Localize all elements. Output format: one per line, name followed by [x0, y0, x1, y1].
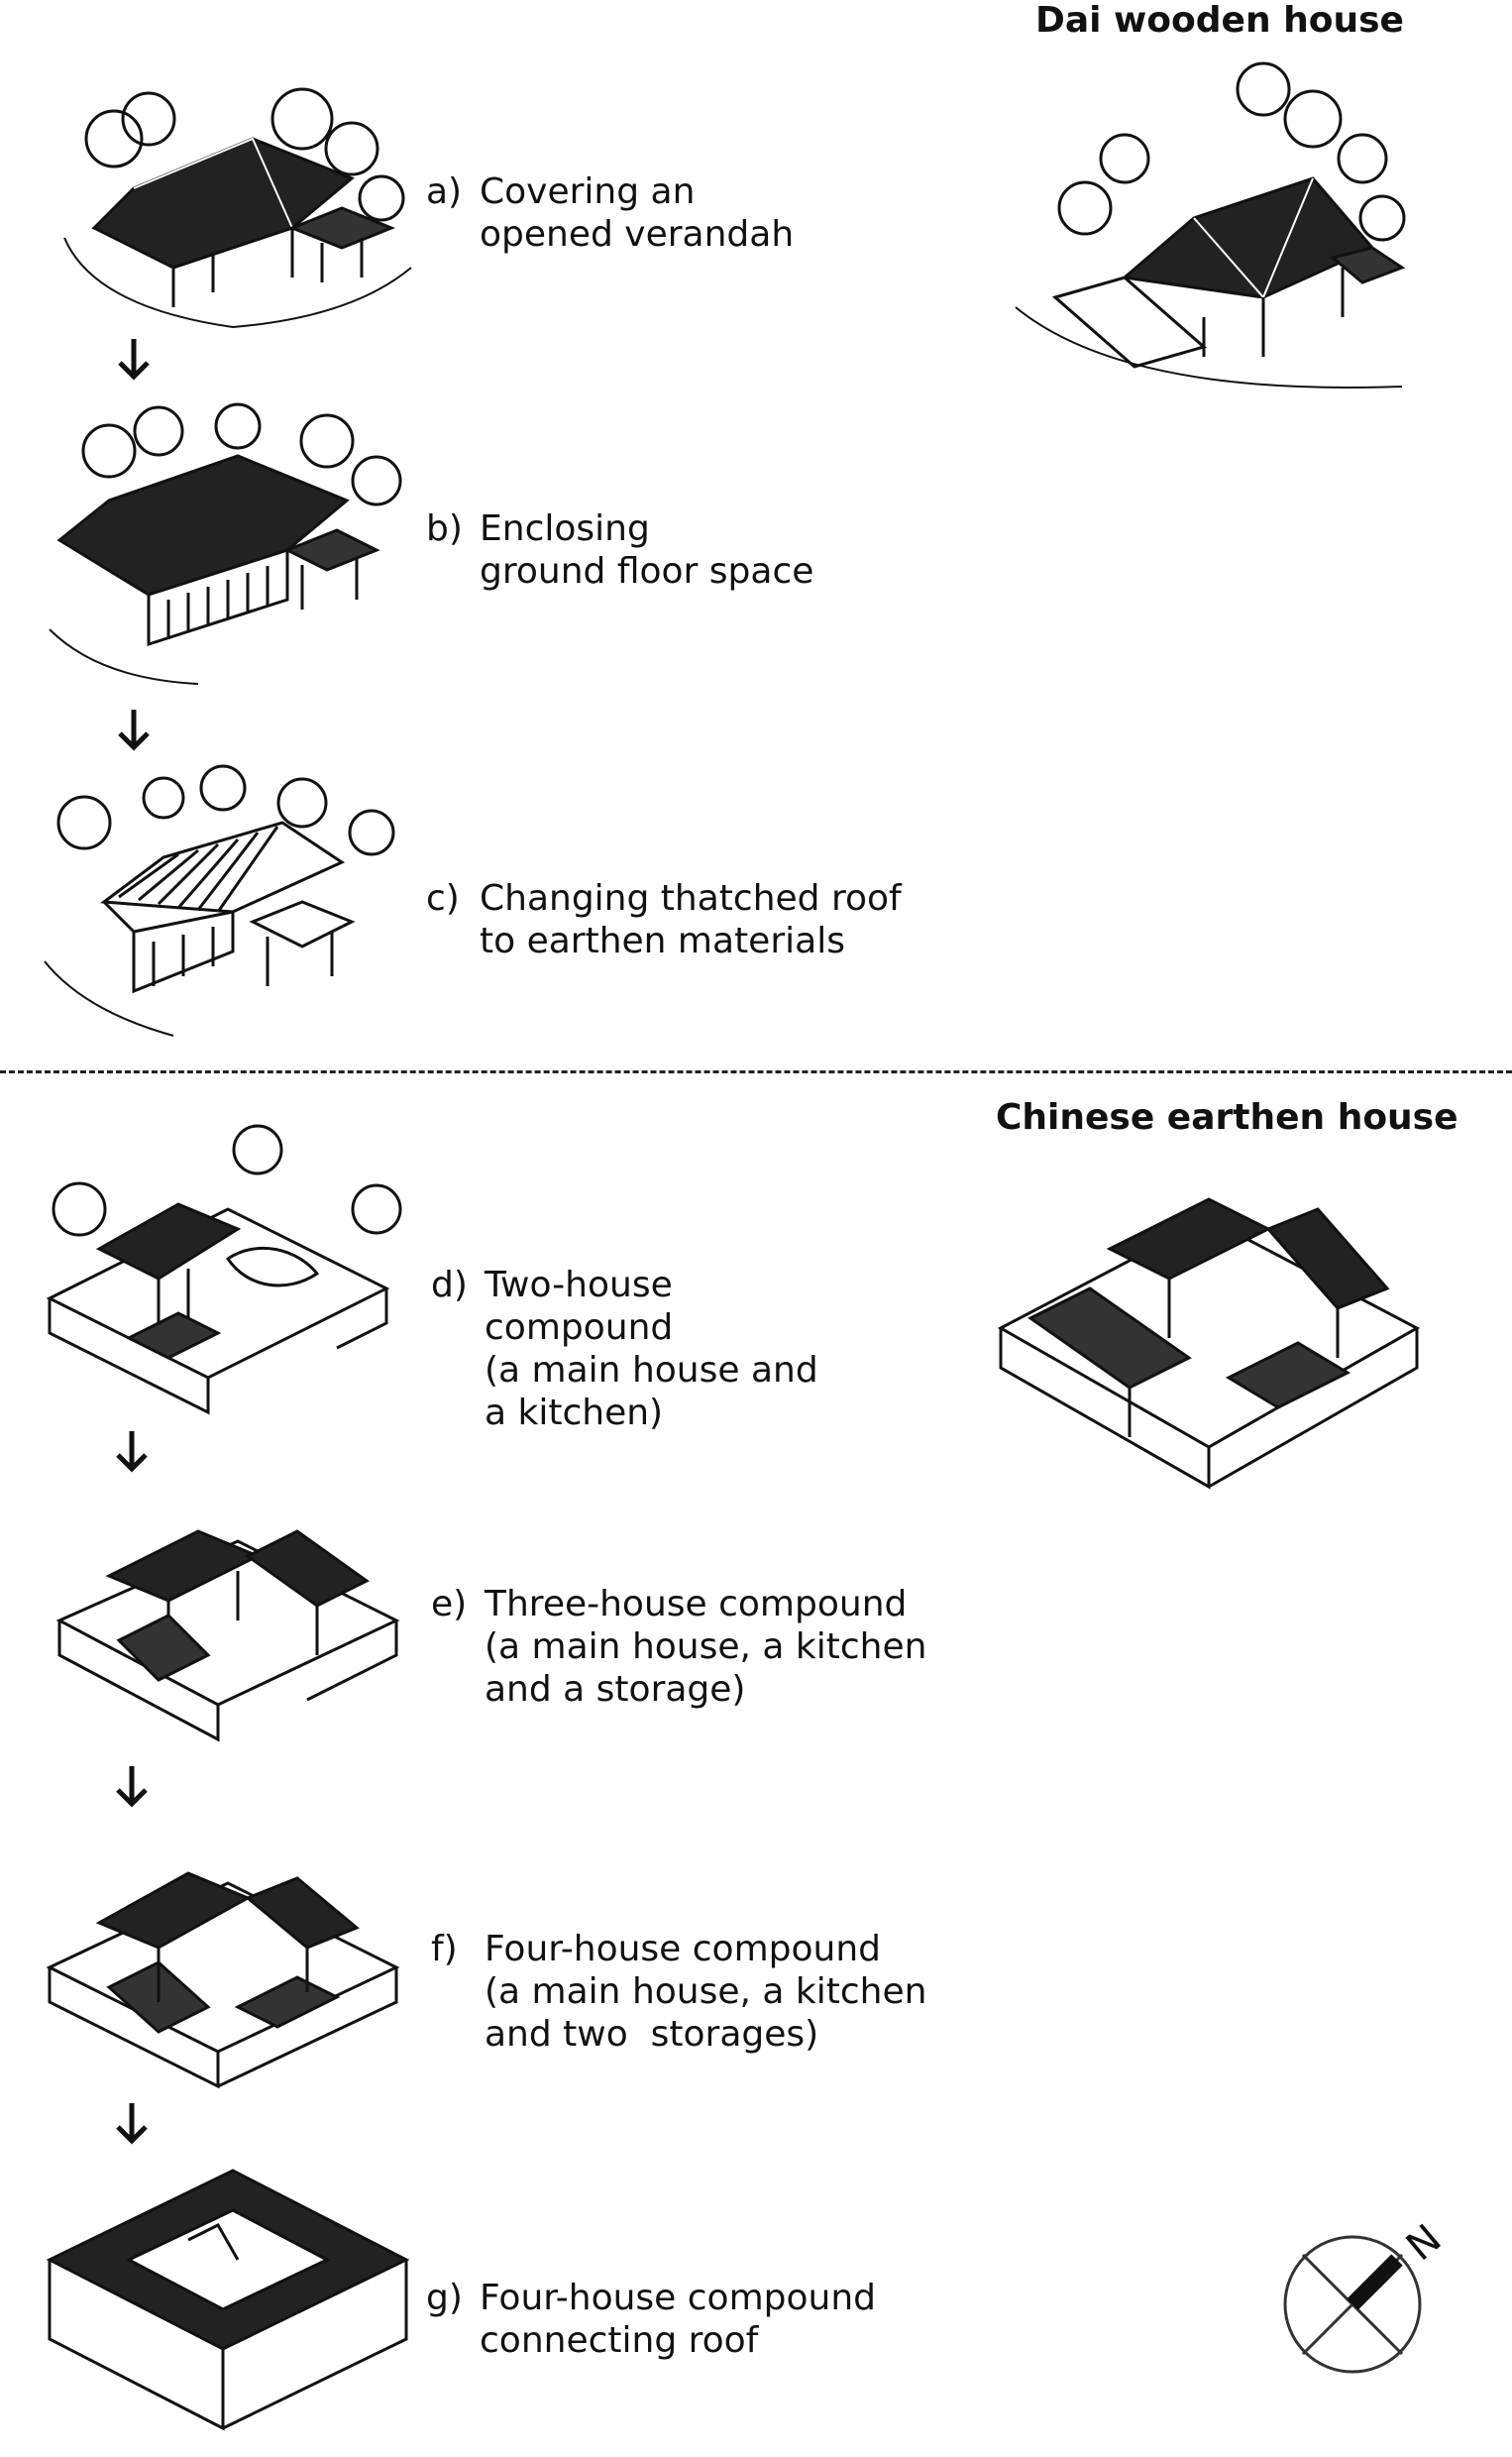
section-divider — [0, 1070, 1512, 1073]
step-a-text: Covering an opened verandah — [480, 171, 795, 255]
sketch-f-four-house-compound — [46, 1871, 400, 2089]
step-c-caption: c) Changing thatched roof to earthen mat… — [426, 877, 902, 962]
dai-section-heading: Dai wooden house — [1035, 0, 1404, 41]
step-d-letter: d) — [431, 1265, 468, 1305]
step-b-letter: b) — [426, 508, 463, 549]
step-f-text: Four-house compound (a main house, a kit… — [485, 1929, 927, 2055]
step-d-caption: d) Two-house compound (a main house and … — [431, 1264, 818, 1434]
chinese-section-heading: Chinese earthen house — [996, 1097, 1458, 1138]
step-a-letter: a) — [426, 171, 463, 212]
sketch-dai-wooden-house — [1015, 61, 1406, 389]
step-c-text: Changing thatched roof to earthen materi… — [480, 878, 902, 961]
step-b-text: Enclosing ground floor space — [480, 508, 814, 592]
step-g-caption: g) Four-house compound connecting roof — [426, 2277, 876, 2362]
sketch-c-earthen-roof-house — [44, 764, 395, 1037]
step-f-caption: f) Four-house compound (a main house, a … — [431, 1928, 926, 2056]
down-arrow-icon — [118, 710, 150, 751]
step-f-letter: f) — [431, 1929, 458, 1969]
down-arrow-icon — [116, 1431, 148, 1473]
down-arrow-icon — [118, 339, 150, 381]
step-a-caption: a) Covering an opened verandah — [426, 170, 794, 256]
down-arrow-icon — [116, 1766, 148, 1808]
sketch-d-two-house-compound — [46, 1124, 402, 1415]
sketch-chinese-earthen-house — [997, 1197, 1421, 1490]
sketch-a-verandah-house — [63, 87, 412, 329]
north-compass-icon: N — [1283, 2216, 1451, 2374]
step-e-caption: e) Three-house compound (a main house, a… — [431, 1583, 926, 1711]
sketch-e-three-house-compound — [55, 1529, 400, 1742]
step-c-letter: c) — [426, 878, 460, 919]
sketch-b-enclosed-house — [49, 402, 402, 685]
step-b-caption: b) Enclosing ground floor space — [426, 507, 813, 593]
step-e-text: Three-house compound (a main house, a ki… — [485, 1584, 927, 1710]
sketch-g-connected-roof-compound — [46, 2169, 410, 2431]
down-arrow-icon — [116, 2103, 148, 2145]
step-e-letter: e) — [431, 1584, 468, 1624]
step-g-letter: g) — [426, 2278, 463, 2318]
step-g-text: Four-house compound connecting roof — [480, 2278, 877, 2361]
step-d-text: Two-house compound (a main house and a k… — [485, 1265, 818, 1433]
